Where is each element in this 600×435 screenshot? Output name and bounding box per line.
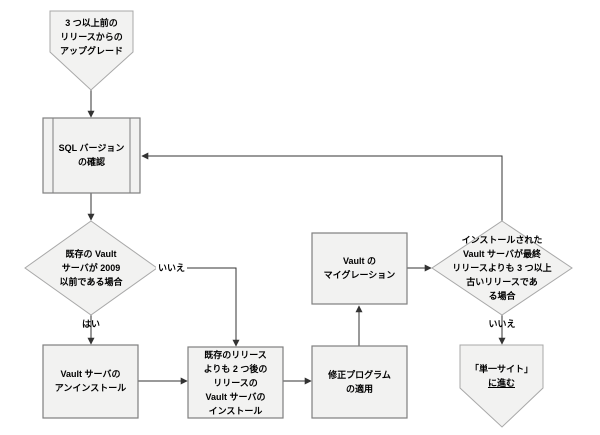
edge-label-no-right: いいえ [488,319,516,329]
edge-decision-old-back-to-sql-check [141,152,503,221]
edge-label-yes: はい [81,319,100,329]
start-offpage-shape [49,10,134,91]
install-shape [187,346,284,419]
uninstall-shape [42,344,139,419]
edge-no-decision-to-install [157,267,240,347]
decision-old-release-shape [431,220,573,316]
sql-check-shape [42,117,141,194]
migration-shape [311,232,408,305]
single-site-offpage-shape [459,344,544,428]
edge-label-no-left-text: いいえ [156,263,188,273]
single-site-link[interactable]: に進む [487,378,515,388]
patch-shape [311,345,408,419]
decision-sql2009-shape [24,220,158,316]
edge-label-no-left: いいえ [156,262,188,275]
